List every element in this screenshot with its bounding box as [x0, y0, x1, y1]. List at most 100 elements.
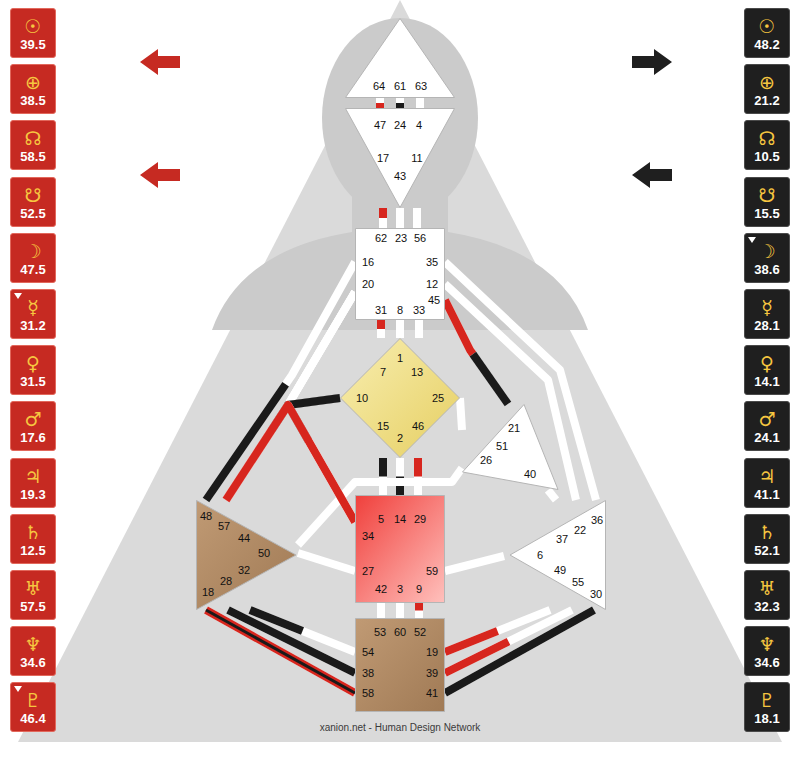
- planet-box: ☽47.5: [10, 233, 56, 283]
- planet-symbol: ♃: [24, 465, 41, 487]
- gate-number: 64: [373, 80, 385, 92]
- center-fill: [197, 501, 297, 610]
- planet-value: 34.6: [754, 655, 779, 670]
- planet-box: ♄12.5: [10, 514, 56, 564]
- channel-stroke: [415, 320, 423, 338]
- channel-stroke: [377, 320, 385, 338]
- gate-number: 29: [414, 513, 426, 525]
- center-shape: 646163: [345, 18, 455, 98]
- planet-value: 41.1: [754, 487, 779, 502]
- gate-number: 47: [374, 119, 386, 131]
- gate-number: 54: [362, 646, 374, 658]
- channel-stroke: [228, 610, 355, 673]
- channel-line: [381, 320, 382, 338]
- planet-value: 52.1: [754, 543, 779, 558]
- channel-stroke: [414, 458, 422, 495]
- gate-number: 52: [414, 626, 426, 638]
- channel-stroke: [377, 320, 385, 338]
- channel-stroke: [226, 405, 355, 522]
- gate-number: 60: [394, 626, 406, 638]
- planet-box: ♇46.4: [10, 682, 56, 732]
- channel-line: [445, 556, 504, 571]
- gate-number: 62: [375, 232, 387, 244]
- channel-stroke: [396, 458, 404, 495]
- planet-box: ☿31.2: [10, 289, 56, 339]
- center-fill: [356, 619, 445, 712]
- channel-stroke: [415, 603, 423, 618]
- channel-line: [228, 610, 355, 673]
- planet-symbol: ♆: [24, 633, 41, 655]
- planet-value: 38.6: [754, 262, 779, 277]
- channel-stroke: [445, 556, 504, 571]
- gate-number: 43: [394, 170, 406, 182]
- planet-box: ♂17.6: [10, 401, 56, 451]
- planet-box: ☽38.6: [744, 233, 790, 283]
- planet-symbol: ♅: [758, 577, 775, 599]
- planet-box: ♄52.1: [744, 514, 790, 564]
- planet-value: 48.2: [754, 37, 779, 52]
- gate-number: 39: [426, 667, 438, 679]
- channel-stroke: [206, 262, 355, 500]
- channel-line: [381, 603, 382, 618]
- channel-line: [380, 98, 381, 108]
- planet-value: 12.5: [20, 543, 45, 558]
- planet-value: 24.1: [754, 430, 779, 445]
- channel-stroke: [206, 610, 355, 693]
- channel-stroke: [377, 603, 385, 618]
- channel-stroke: [396, 98, 404, 108]
- center-shape: 1713102515246: [340, 338, 460, 458]
- planet-value: 57.5: [20, 599, 45, 614]
- planet-value: 58.5: [20, 149, 45, 164]
- channel-line: [548, 490, 556, 500]
- gate-number: 41: [426, 687, 438, 699]
- channel-stroke: [298, 553, 355, 571]
- center-fill: [346, 19, 455, 98]
- gate-number: 42: [375, 583, 387, 595]
- channel-stroke: [416, 98, 424, 108]
- watermark: xanion.net - Human Design Network: [320, 722, 481, 734]
- planet-value: 31.5: [20, 374, 45, 389]
- gate-number: 51: [496, 440, 508, 452]
- gate-number: 28: [220, 575, 232, 587]
- planet-box: ♂24.1: [744, 401, 790, 451]
- gate-number: 30: [590, 588, 602, 600]
- planet-box: ♆34.6: [744, 626, 790, 676]
- gate-number: 18: [202, 586, 214, 598]
- channel-line: [419, 320, 420, 338]
- channel-stroke: [396, 208, 404, 228]
- planet-symbol: ⊕: [759, 71, 775, 93]
- channel-stroke: [379, 458, 387, 495]
- gate-number: 34: [362, 530, 374, 542]
- planet-box: ⊕38.5: [10, 64, 56, 114]
- planet-box: ☉48.2: [744, 8, 790, 58]
- center-shape: 47244174311: [345, 108, 455, 208]
- gate-number: 7: [380, 366, 386, 378]
- gate-number: 15: [377, 420, 389, 432]
- channel-stroke: [379, 208, 387, 228]
- channel-stroke: [226, 405, 355, 522]
- planet-symbol: ♄: [24, 521, 41, 543]
- gate-number: 46: [412, 420, 424, 432]
- planet-value: 47.5: [20, 262, 45, 277]
- planet-value: 10.5: [754, 149, 779, 164]
- channel-stroke: [206, 610, 355, 693]
- gate-number: 1: [397, 352, 403, 364]
- channel-stroke: [206, 262, 355, 500]
- planet-symbol: ☋: [25, 184, 42, 206]
- planet-box: ♆34.6: [10, 626, 56, 676]
- planet-symbol: ☽: [24, 240, 41, 262]
- planet-box: ♃41.1: [744, 458, 790, 508]
- planet-box: ♅57.5: [10, 570, 56, 620]
- planet-box: ☿28.1: [744, 289, 790, 339]
- gate-number: 56: [414, 232, 426, 244]
- channel-stroke: [445, 262, 596, 500]
- channel-stroke: [228, 610, 355, 673]
- center-fill: [341, 339, 460, 458]
- gate-number: 40: [524, 468, 536, 480]
- channel-stroke: [445, 610, 594, 693]
- gate-number: 4: [416, 119, 422, 131]
- planet-symbol: ☉: [24, 15, 41, 37]
- direction-arrow: [632, 162, 672, 188]
- channel-line: [445, 262, 596, 500]
- planet-symbol: ☊: [759, 127, 776, 149]
